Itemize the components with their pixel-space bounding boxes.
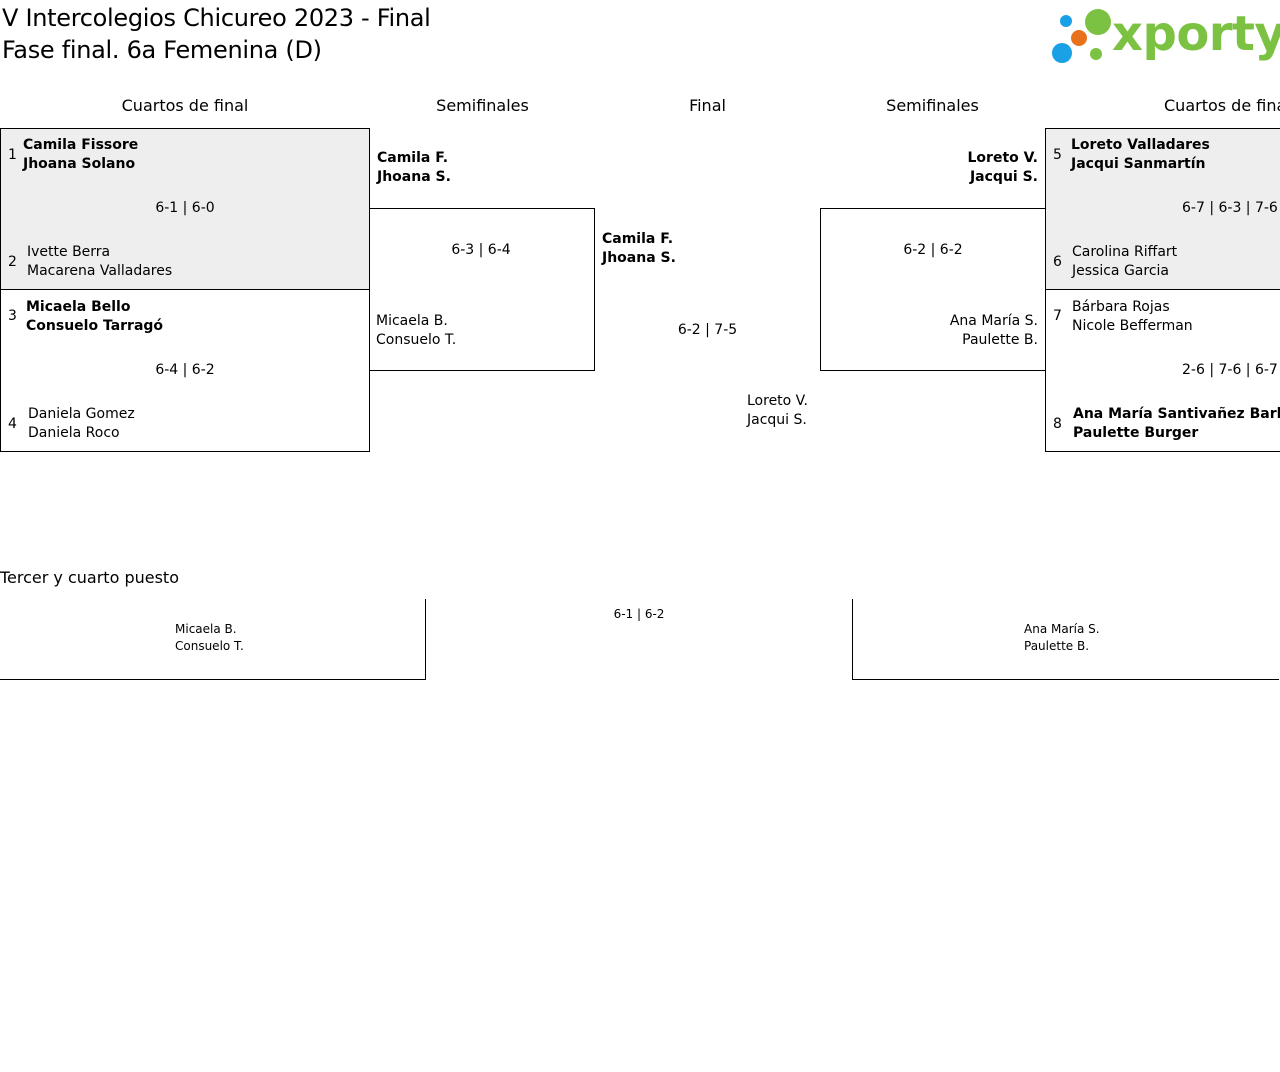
player-name: Bárbara Rojas <box>1072 299 1170 315</box>
player-name: Camila F. <box>602 231 674 247</box>
player-name: Jhoana S. <box>377 169 451 185</box>
logo-text: xporty <box>1112 6 1280 62</box>
logo-dots-icon <box>1052 9 1111 63</box>
header-sf-left: Semifinales <box>436 96 529 115</box>
match-sf-1: 6-3 | 6-4 Micaela B. Consuelo T. <box>369 208 595 371</box>
header-qf-left: Cuartos de final <box>121 96 249 115</box>
player-name: Nicole Befferman <box>1072 318 1193 334</box>
seed-number: 6 <box>1053 254 1062 270</box>
seed-number: 1 <box>8 147 17 163</box>
player-name: Jhoana Solano <box>23 156 136 172</box>
match-score: 2-6 | 7-6 | 6-7 <box>1182 362 1278 378</box>
player-name: Camila Fissore <box>23 137 139 153</box>
player-name: Consuelo T. <box>376 332 457 348</box>
third-place-score: 6-1 | 6-2 <box>613 607 665 621</box>
player-name: Ana María S. <box>949 313 1038 329</box>
final-score: 6-2 | 7-5 <box>677 322 738 338</box>
seed-number: 2 <box>8 254 17 270</box>
player-name: Carolina Riffart <box>1072 244 1178 260</box>
match-third-place: Micaela B. Consuelo T. <box>0 599 426 680</box>
match-qf-4: 7 Bárbara Rojas Nicole Befferman 2-6 | 7… <box>1045 289 1280 452</box>
match-score: 6-4 | 6-2 <box>155 362 215 378</box>
player-name: Consuelo Tarragó <box>26 318 164 334</box>
header-final: Final <box>689 96 726 115</box>
page-title: V Intercolegios Chicureo 2023 - Final <box>2 4 431 32</box>
player-name: Micaela B. <box>376 313 448 329</box>
player-name: Paulette Burger <box>1073 425 1199 441</box>
match-score: 6-3 | 6-4 <box>451 242 511 258</box>
match-score: 6-2 | 6-2 <box>903 242 963 258</box>
player-name: Ana María S. <box>1024 622 1100 636</box>
header-sf-right: Semifinales <box>886 96 979 115</box>
seed-number: 7 <box>1053 308 1062 324</box>
player-name: Loreto V. <box>747 393 808 409</box>
player-name: Paulette B. <box>1024 639 1090 653</box>
seed-number: 8 <box>1053 416 1062 432</box>
player-name: Loreto V. <box>967 150 1038 166</box>
page-subtitle: Fase final. 6a Femenina (D) <box>2 36 322 64</box>
player-name: Daniela Roco <box>28 425 120 441</box>
match-score: 6-1 | 6-0 <box>155 200 215 216</box>
seed-number: 4 <box>8 416 17 432</box>
match-third-place-b: Ana María S. Paulette B. <box>852 599 1279 680</box>
player-name: Ana María Santivañez Barbe <box>1073 406 1280 422</box>
player-name: Daniela Gomez <box>28 406 135 422</box>
match-sf-2: 6-2 | 6-2 Ana María S. Paulette B. <box>820 208 1046 371</box>
player-name: Jhoana S. <box>602 250 676 266</box>
player-name: Micaela Bello <box>26 299 131 315</box>
player-name: Paulette B. <box>962 332 1038 348</box>
player-name: Jacqui Sanmartín <box>1071 156 1206 172</box>
match-qf-2: 3 Micaela Bello Consuelo Tarragó 6-4 | 6… <box>0 289 370 452</box>
header-qf-right: Cuartos de final <box>1164 96 1280 115</box>
player-name: Jacqui S. <box>969 169 1038 185</box>
match-score: 6-7 | 6-3 | 7-6 <box>1182 200 1278 216</box>
match-qf-3: 5 Loreto Valladares Jacqui Sanmartín 6-7… <box>1045 128 1280 290</box>
xporty-logo: xporty <box>1050 4 1280 68</box>
player-name: Jessica Garcia <box>1072 263 1169 279</box>
player-name: Ivette Berra <box>27 244 111 260</box>
seed-number: 3 <box>8 308 17 324</box>
third-place-title: Tercer y cuarto puesto <box>0 568 179 587</box>
player-name: Camila F. <box>377 150 449 166</box>
seed-number: 5 <box>1053 147 1062 163</box>
player-name: Jacqui S. <box>747 412 807 428</box>
player-name: Loreto Valladares <box>1071 137 1210 153</box>
player-name: Macarena Valladares <box>27 263 173 279</box>
match-qf-1: 1 Camila Fissore Jhoana Solano 6-1 | 6-0… <box>0 128 370 290</box>
player-name: Micaela B. <box>175 622 237 636</box>
player-name: Consuelo T. <box>175 639 244 653</box>
